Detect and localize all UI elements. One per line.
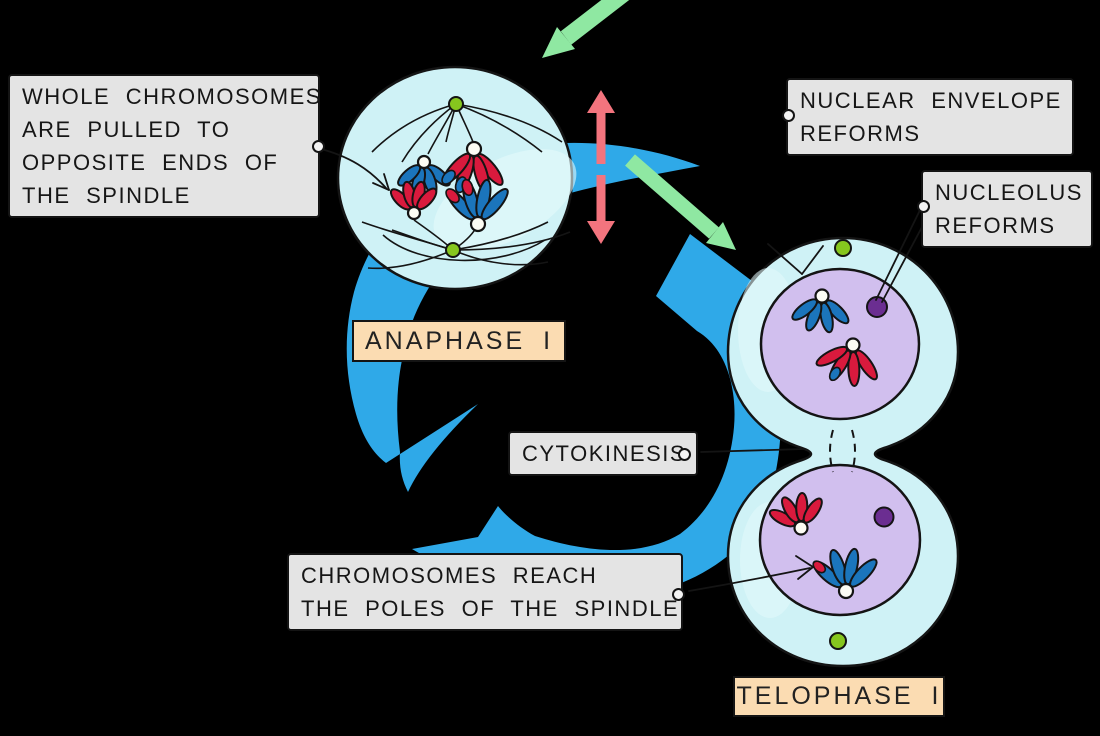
callout-text: NUCLEOLUS xyxy=(935,180,1083,205)
callout-nuclear-envelope: NUCLEAR ENVELOPE REFORMS xyxy=(782,78,1074,156)
centromeres xyxy=(406,140,487,233)
callout-text: WHOLE CHROMOSOMES xyxy=(22,84,322,109)
connector-dot xyxy=(672,588,685,601)
pointer-nucleolus xyxy=(875,207,922,301)
callout-cytokinesis: CYTOKINESIS xyxy=(508,431,698,476)
arrow-into-telophase xyxy=(625,154,736,250)
connector-dot xyxy=(782,109,795,122)
callout-text: REFORMS xyxy=(935,213,1056,238)
chromosome-group-red-right xyxy=(441,152,504,194)
connector-dot xyxy=(917,200,930,213)
pointer-whole-chromosomes xyxy=(316,147,387,189)
centrosome-dot xyxy=(448,96,464,112)
callout-nucleolus-reforms: NUCLEOLUS REFORMS xyxy=(917,170,1093,248)
callout-text: THE SPINDLE xyxy=(22,183,191,208)
anaphase-cell xyxy=(336,65,577,291)
callout-text: NUCLEAR ENVELOPE xyxy=(800,88,1062,113)
phase-label-telophase: TELOPHASE I xyxy=(733,676,945,717)
crossover-segment xyxy=(812,560,827,574)
arrow-into-anaphase xyxy=(542,0,630,58)
chromosome-group-red-top-cell xyxy=(815,345,878,387)
centromere xyxy=(837,582,855,600)
callout-text: OPPOSITE ENDS OF xyxy=(22,150,279,175)
callout-chromosomes-reach: CHROMOSOMES REACH THE POLES OF THE SPIND… xyxy=(287,553,685,631)
callout-text: THE POLES OF THE SPINDLE xyxy=(301,596,680,621)
chromosome-group-red-left xyxy=(389,180,438,211)
connector-dot xyxy=(678,448,691,461)
centromere xyxy=(814,288,830,304)
connector-dot xyxy=(312,140,325,153)
centrosome-dot xyxy=(445,242,461,258)
phase-label-anaphase: ANAPHASE I xyxy=(352,320,566,362)
crossover-segment xyxy=(445,178,474,204)
cleavage-furrow xyxy=(829,429,856,473)
pointer-chromosomes-reach xyxy=(688,567,811,592)
telophase-cells xyxy=(726,236,960,668)
crossover-segment xyxy=(828,366,842,382)
nucleolus-bottom xyxy=(873,506,895,528)
centrosome-dot xyxy=(834,239,852,257)
callout-text: CHROMOSOMES REACH xyxy=(301,563,598,588)
centrosome-dot xyxy=(829,632,847,650)
nucleus-top xyxy=(759,267,921,421)
centromere xyxy=(845,337,861,353)
callout-text: CYTOKINESIS xyxy=(522,441,687,466)
pointer-cytokinesis xyxy=(700,448,805,453)
chromosome-group-blue-right xyxy=(445,178,509,221)
bidirectional-arrow xyxy=(587,90,615,244)
centromere xyxy=(793,520,809,536)
callout-whole-chromosomes: WHOLE CHROMOSOMES ARE PULLED TO OPPOSITE… xyxy=(8,74,325,218)
callout-text: REFORMS xyxy=(800,121,921,146)
callout-text: ARE PULLED TO xyxy=(22,117,231,142)
spindle-fibers xyxy=(361,103,571,270)
pointer-nuclear-envelope xyxy=(767,243,803,275)
